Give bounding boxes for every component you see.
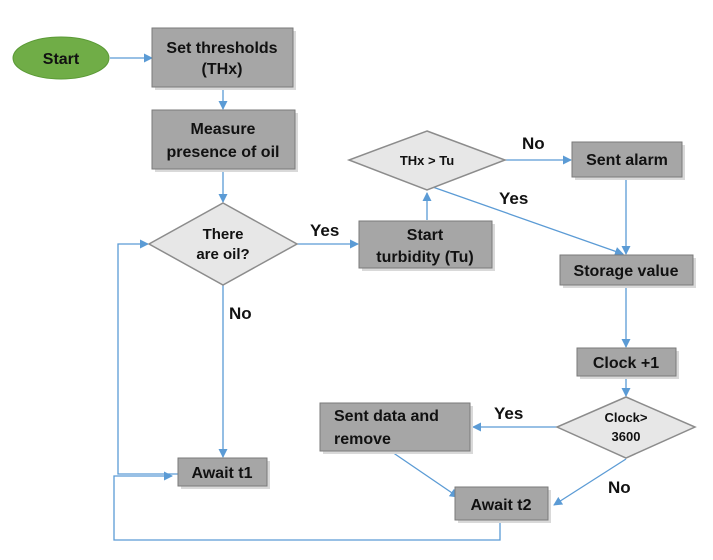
- start-node: Start: [12, 36, 110, 80]
- measure-oil-label-line2: presence of oil: [167, 144, 280, 161]
- await-t2-label: Await t2: [470, 497, 531, 514]
- await-t1-label: Await t1: [191, 465, 252, 482]
- edge-thx-yes-to-storage: [426, 184, 624, 256]
- clock-no-label: No: [608, 478, 631, 497]
- connectors: [110, 53, 631, 541]
- clock-decision-diamond: Clock> 3600: [555, 396, 697, 459]
- thx-decision-label: THx > Tu: [400, 153, 454, 168]
- sent-alarm-label: Sent alarm: [586, 152, 668, 169]
- await-t2-box: Await t2: [454, 486, 551, 523]
- storage-value-box: Storage value: [559, 254, 696, 288]
- start-label: Start: [43, 51, 80, 68]
- start-turbidity-box: Start turbidity (Tu): [358, 220, 495, 271]
- thx-decision-diamond: THx > Tu: [346, 130, 508, 191]
- sent-data-label-line1: Sent data and: [334, 408, 439, 425]
- edge-await-t1-loop: [117, 239, 178, 475]
- set-thresholds-box: Set thresholds (THx): [151, 27, 296, 90]
- oil-decision-diamond: There are oil?: [147, 202, 299, 286]
- set-thresholds-label-line1: Set thresholds: [166, 40, 277, 57]
- edge-clock-no-to-await-t2: [553, 458, 627, 506]
- measure-oil-box: Measure presence of oil: [151, 109, 298, 172]
- measure-oil-label-line1: Measure: [191, 121, 256, 138]
- thx-yes-label: Yes: [499, 189, 528, 208]
- clock-decision-label-line1: Clock>: [605, 410, 648, 425]
- clock-decision-label-line2: 3600: [612, 429, 641, 444]
- edge-await-t2-loop: [113, 471, 501, 541]
- await-t1-box: Await t1: [177, 457, 270, 489]
- sent-data-label-line2: remove: [334, 431, 391, 448]
- thx-no-label: No: [522, 134, 545, 153]
- set-thresholds-label-line2: (THx): [202, 61, 243, 78]
- oil-yes-label: Yes: [310, 221, 339, 240]
- start-turbidity-label-line2: turbidity (Tu): [376, 249, 473, 266]
- sent-data-box: Sent data and remove: [319, 402, 473, 454]
- oil-decision-label-line1: There: [203, 226, 244, 243]
- oil-no-label: No: [229, 304, 252, 323]
- clock-plus-box: Clock +1: [576, 347, 679, 379]
- edge-labels: Yes No No Yes Yes No: [229, 134, 631, 497]
- edge-sent-data-to-await-t2: [391, 451, 459, 498]
- clock-plus-label: Clock +1: [593, 355, 659, 372]
- storage-value-label: Storage value: [574, 263, 679, 280]
- sent-alarm-box: Sent alarm: [571, 141, 685, 180]
- oil-decision-label-line2: are oil?: [196, 246, 249, 263]
- clock-yes-label: Yes: [494, 404, 523, 423]
- start-turbidity-label-line1: Start: [407, 227, 444, 244]
